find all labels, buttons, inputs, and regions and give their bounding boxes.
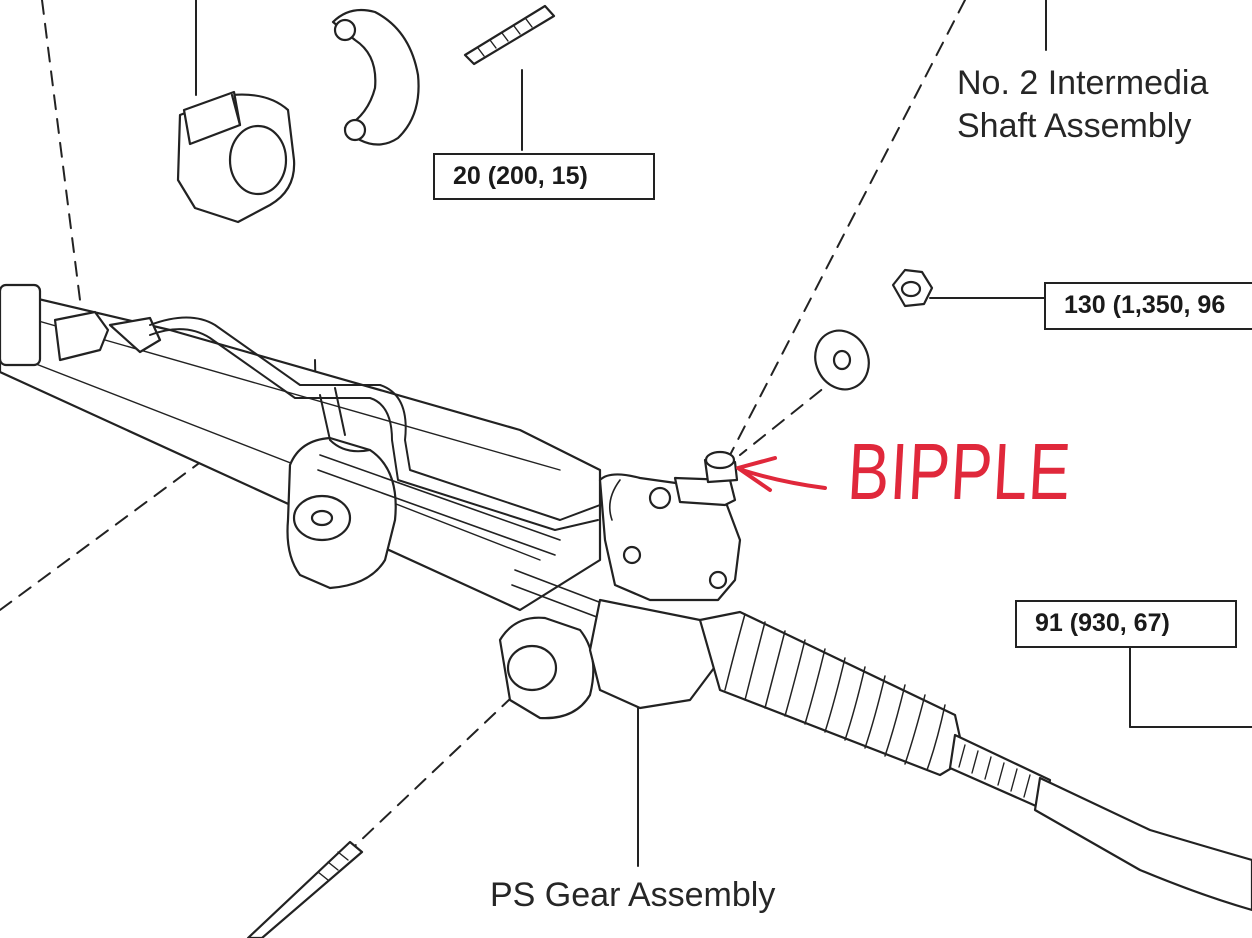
callout-nut-torque: 130 (1,350, 96 — [1044, 282, 1252, 330]
label-ps-gear-assembly: PS Gear Assembly — [490, 874, 775, 917]
hydraulic-lines — [149, 316, 601, 531]
handwritten-annotation-text: BIPPLE — [845, 427, 1074, 516]
stud-bolt-bottom — [246, 840, 364, 938]
label-ps-gear-assembly-text: PS Gear Assembly — [490, 876, 776, 914]
rack-housing — [0, 283, 621, 720]
label-intermediate-shaft-line1: No. 2 Intermedia — [957, 64, 1209, 102]
handwritten-annotation: BIPPLE — [845, 427, 1073, 516]
leader-lines — [195, 0, 1252, 867]
callout-stud-torque-text: 20 (200, 15) — [453, 162, 588, 190]
tie-rod — [948, 733, 1252, 912]
flange-nut — [891, 268, 934, 308]
callout-stud-torque: 20 (200, 15) — [433, 153, 655, 200]
washer — [814, 329, 870, 391]
callout-tie-rod-torque-text: 91 (930, 67) — [1035, 609, 1170, 637]
annotation-arrow — [736, 456, 827, 492]
label-intermediate-shaft: No. 2 Intermedia Shaft Assembly — [957, 62, 1252, 147]
stud-bolt-top — [463, 4, 556, 66]
rack-boot — [698, 610, 967, 777]
stabilizer-bushing — [176, 90, 296, 224]
callout-nut-torque-text: 130 (1,350, 96 — [1064, 291, 1226, 319]
bushing-bracket — [331, 8, 420, 146]
callout-tie-rod-torque: 91 (930, 67) — [1015, 600, 1237, 648]
control-valve-body — [588, 450, 742, 710]
label-intermediate-shaft-line2: Shaft Assembly — [957, 106, 1192, 145]
